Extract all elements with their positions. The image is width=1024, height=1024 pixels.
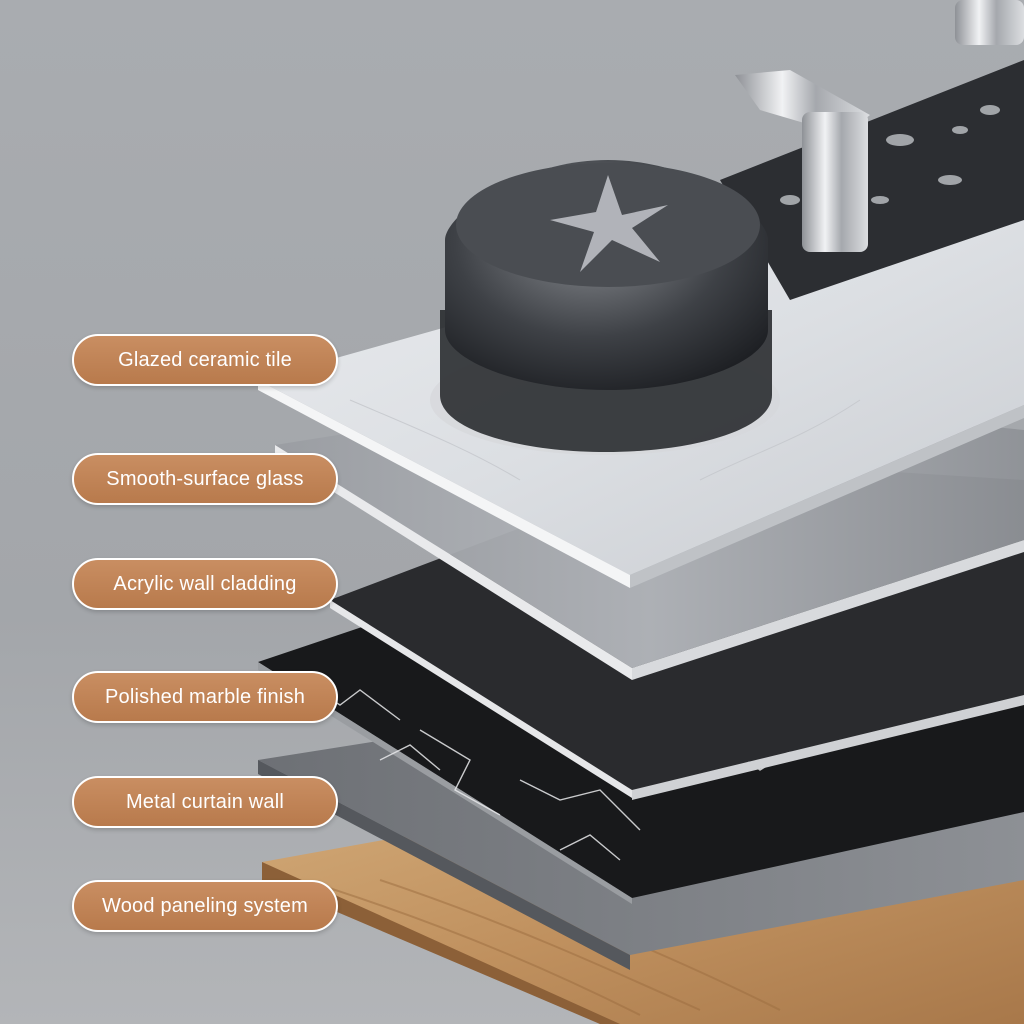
crystal-knob-fixture	[430, 160, 780, 455]
label-metal-curtain-wall: Metal curtain wall	[72, 776, 338, 828]
label-text: Acrylic wall cladding	[113, 572, 297, 595]
label-text: Polished marble finish	[104, 685, 306, 708]
chrome-hook-fixture	[735, 0, 1024, 252]
label-smooth-surface-glass: Smooth-surface glass	[72, 453, 338, 505]
label-text: Smooth-surface glass	[106, 467, 304, 490]
label-text: Wood paneling system	[102, 894, 308, 917]
label-text: Metal curtain wall	[125, 790, 285, 813]
label-wood-paneling-system: Wood paneling system	[72, 880, 338, 932]
label-acrylic-wall-cladding: Acrylic wall cladding	[72, 558, 338, 610]
label-polished-marble-finish: Polished marble finish	[72, 671, 338, 723]
label-text: Glazed ceramic tile	[118, 348, 292, 371]
label-glazed-ceramic-tile: Glazed ceramic tile	[72, 334, 338, 386]
textured-glass-strip	[720, 60, 1024, 300]
